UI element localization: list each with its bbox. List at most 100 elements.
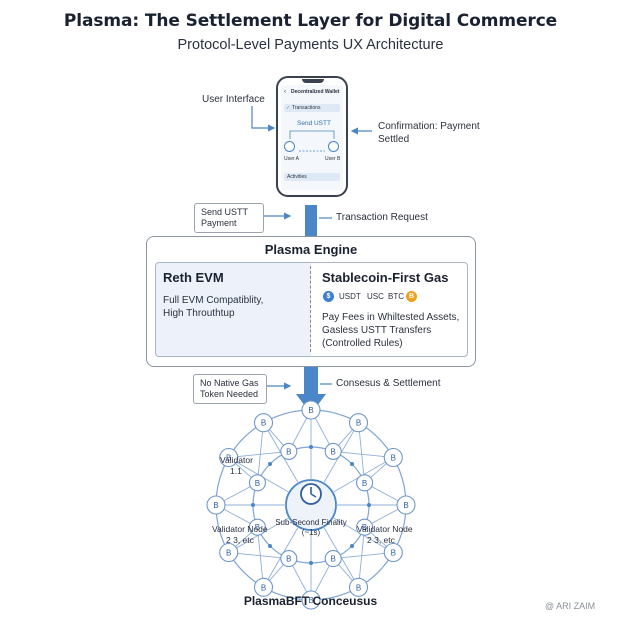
svg-text:B: B [362,523,367,532]
validator-node-icon: B [383,447,403,468]
svg-text:B: B [391,454,396,463]
network-link [333,552,394,560]
validator-node-icon: B [219,542,239,563]
activities-row[interactable] [284,173,340,181]
stablecoin-gas-body: Pay Fees in Whiltested Assets, Gasless U… [322,311,459,350]
wallet-screen: ‹ Decentralized Wallet ✓ Transactions Se… [281,85,343,190]
confirmation-label-line1: Confirmation: Payment [378,121,480,132]
reth-evm-line1: Full EVM Compatiblity, [163,295,264,306]
finality-label: Sub-Second Finality (~1s) [271,518,351,537]
network-link [333,450,394,458]
confirmation-label-line2: Settled [378,133,410,145]
svg-text:B: B [255,479,260,488]
validator-node-icon: B [280,442,298,460]
network-link [256,422,264,483]
reth-evm-body: Full EVM Compatiblity, High Throuthtup [163,294,263,320]
validator-node-icon: B [348,413,369,433]
validator-node-icon: B [253,413,274,433]
ring-dot [267,461,272,466]
network-link [358,527,366,588]
panel-divider [310,266,311,352]
user-a-avatar-icon[interactable] [284,141,295,152]
check-icon: ✓ [286,105,291,111]
back-chevron-icon[interactable]: ‹ [284,89,286,95]
user-a-label: User A [284,156,300,162]
validator-node-icon: B [324,442,342,460]
consensus-title: PlasmaBFT Conceusus [243,594,378,608]
phone-notch [302,79,324,83]
svg-text:B: B [356,583,361,592]
usdt-coin-icon: $ [323,291,334,302]
flow-bar-top [305,205,317,236]
user-b-avatar-icon[interactable] [328,141,339,152]
ring-dot [350,461,355,466]
ring-dot [309,445,313,449]
validator-node-icon: B [356,518,374,536]
validator-left-line2: 2 3, etc [226,534,254,545]
no-native-gas-box: No Native Gas Token Needed [193,374,267,404]
consensus-settlement-label: Consesus & Settlement [336,378,441,389]
token-usc: USC [367,292,384,301]
svg-text:B: B [308,406,313,415]
stablecoin-line1: Pay Fees in Whiltested Assets, [322,312,460,323]
validator-left-line1: Validator Node [212,524,268,534]
transactions-row[interactable] [284,104,340,112]
validator-node-icon: B [383,542,403,563]
svg-text:B: B [261,419,266,428]
svg-text:B: B [331,555,336,564]
stablecoin-line2: Gasless USTT Transfers [322,325,432,336]
validator-node-icon: B [248,518,266,536]
transactions-label: Transactions [292,105,321,111]
validator-right-label: Validator Node 2 3, etc [357,524,413,545]
reth-evm-line2: High Throuthtup [163,308,235,319]
plasma-engine-title: Plasma Engine [264,242,358,257]
validator-node-icon: B [248,474,266,492]
consensus-network: B B B B B B B B B B B B B B B B B B B B [206,400,416,610]
watermark: @ ARI ZAIM [545,601,596,611]
validator-node-icon: B [396,495,416,515]
svg-text:B: B [362,479,367,488]
send-usdt-label[interactable]: Send USTT [297,120,331,127]
ring-dot [267,544,272,549]
user-interface-label: User Interface [202,94,265,105]
send-usdt-payment-box: Send USTT Payment [194,203,264,233]
svg-text:B: B [391,549,396,558]
svg-text:B: B [286,555,291,564]
btc-coin-icon: B [406,291,417,302]
network-link [358,422,366,483]
svg-text:B: B [286,447,291,456]
svg-text:B: B [226,549,231,558]
finality-line1: Sub-Second Finality [275,518,347,527]
send-box-line1: Send USTT [201,207,249,217]
transaction-request-label: Transaction Request [336,212,428,223]
stablecoin-line3: (Controlled Rules) [322,338,403,349]
send-flow-arrows [289,130,335,152]
clock-icon [300,483,322,505]
validator-node-icon: B [280,550,298,568]
svg-text:B: B [213,501,218,510]
network-link [228,552,289,560]
svg-text:B: B [356,419,361,428]
send-box-line2: Payment [201,217,237,228]
stablecoin-gas-heading: Stablecoin-First Gas [322,270,449,285]
gas-box-line1: No Native Gas [200,378,259,388]
flow-bar-bottom [304,367,318,395]
stablecoin-gas-panel [311,262,468,357]
ui-connector [251,106,276,132]
svg-text:B: B [261,583,266,592]
ring-dot [350,544,355,549]
validator-node-icon: B [301,590,321,610]
validator-top-line2: 1.1 [230,465,242,476]
validator-top-line1: Validator [220,455,253,465]
validator-node-icon: B [301,400,321,420]
svg-text:B: B [226,454,231,463]
validator-right-line1: Validator Node [357,524,413,534]
page-title: Plasma: The Settlement Layer for Digital… [63,11,558,31]
token-usdt: USDT [339,292,361,301]
validator-top-label: Validator 1.1 [220,455,253,476]
validator-node-icon: B [219,447,239,468]
validator-node-icon: B [348,577,369,597]
confirmation-label: Confirmation: Payment Settled [378,121,480,146]
reth-evm-heading: Reth EVM [163,270,224,285]
